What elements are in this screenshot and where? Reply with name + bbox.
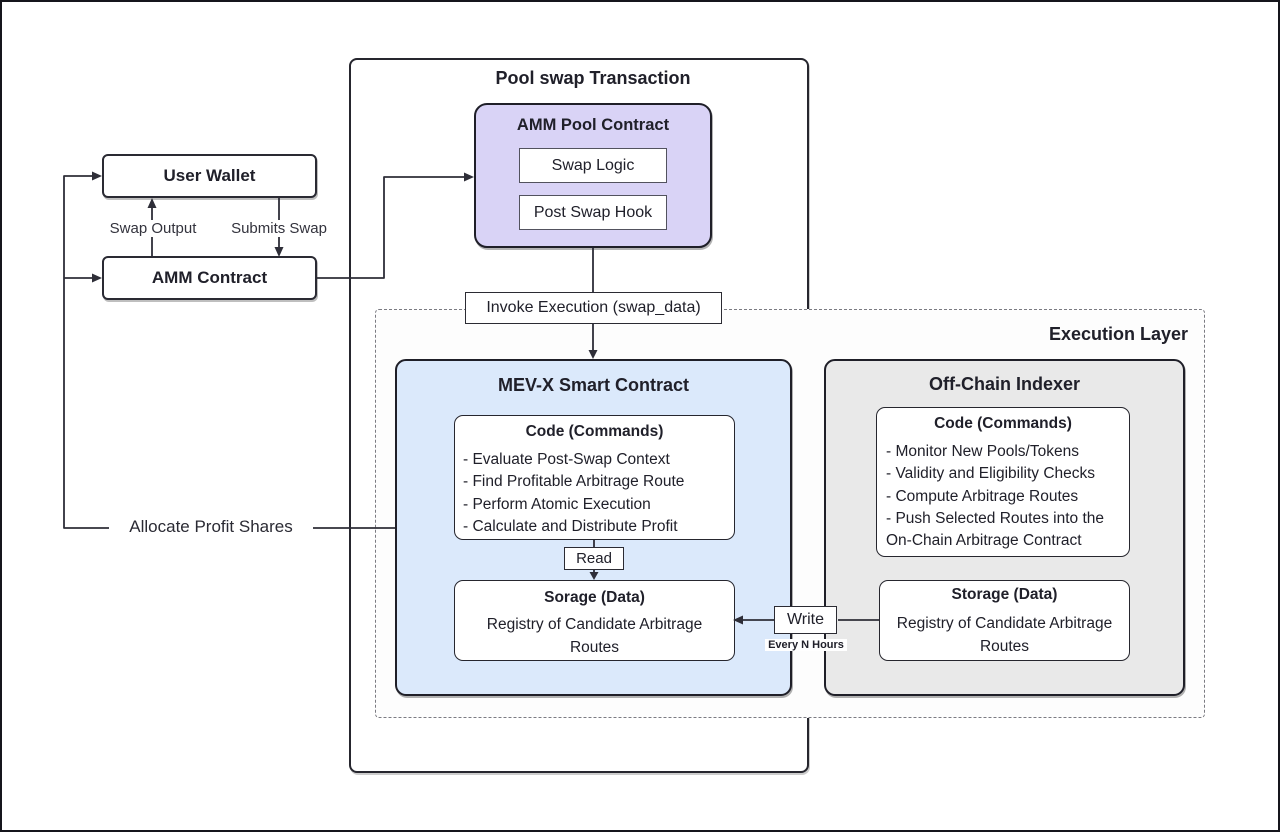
off-chain-indexer-title: Off-Chain Indexer bbox=[928, 374, 1080, 394]
invoke-execution-box: Invoke Execution (swap_data) bbox=[465, 292, 722, 324]
allocate-profit-shares-label: Allocate Profit Shares bbox=[109, 517, 313, 537]
swap-output-label: Swap Output bbox=[98, 220, 208, 237]
post-swap-hook-label: Post Swap Hook bbox=[533, 203, 653, 221]
mev-code-item: - Perform Atomic Execution bbox=[463, 495, 651, 513]
indexer-code-item: - Compute Arbitrage Routes bbox=[886, 487, 1079, 505]
invoke-execution-label: Invoke Execution (swap_data) bbox=[486, 299, 701, 316]
mev-code-item: - Find Profitable Arbitrage Route bbox=[463, 473, 685, 491]
indexer-storage-text: Registry of Candidate Arbitrage Routes bbox=[896, 615, 1113, 655]
write-label: Write bbox=[786, 611, 825, 628]
mev-code-items: - Evaluate Post-Swap Context - Find Prof… bbox=[463, 449, 727, 538]
mev-x-contract-title: MEV-X Smart Contract bbox=[497, 375, 690, 395]
read-label: Read bbox=[576, 550, 612, 567]
mev-storage-text: Registry of Candidate Arbitrage Routes bbox=[486, 616, 703, 656]
indexer-code-title: Code (Commands) bbox=[934, 415, 1072, 432]
post-swap-hook-box: Post Swap Hook bbox=[519, 195, 667, 230]
indexer-code-item: - Push Selected Routes into the On-Chain… bbox=[886, 509, 1104, 550]
user-wallet-box: User Wallet bbox=[102, 154, 317, 198]
mev-code-item: - Calculate and Distribute Profit bbox=[463, 517, 678, 535]
mev-code-title: Code (Commands) bbox=[525, 423, 664, 440]
indexer-code-item: - Monitor New Pools/Tokens bbox=[886, 443, 1079, 460]
amm-contract-box: AMM Contract bbox=[102, 256, 317, 300]
user-wallet-label: User Wallet bbox=[163, 166, 256, 185]
mev-code-box bbox=[454, 415, 735, 540]
pool-swap-transaction-title: Pool swap Transaction bbox=[495, 68, 691, 88]
indexer-code-item: - Validity and Eligibility Checks bbox=[886, 465, 1096, 483]
indexer-code-box bbox=[876, 407, 1130, 557]
mev-storage-title: Sorage (Data) bbox=[544, 589, 645, 606]
submits-swap-label: Submits Swap bbox=[221, 220, 337, 237]
write-box: Write bbox=[774, 606, 837, 634]
mev-code-item: - Evaluate Post-Swap Context bbox=[463, 451, 670, 468]
amm-contract-label: AMM Contract bbox=[151, 268, 268, 287]
amm-pool-contract-title: AMM Pool Contract bbox=[516, 116, 670, 134]
swap-logic-label: Swap Logic bbox=[551, 156, 635, 174]
swap-logic-box: Swap Logic bbox=[519, 148, 667, 183]
indexer-code-items: - Monitor New Pools/Tokens - Validity an… bbox=[886, 441, 1124, 552]
execution-layer-title: Execution Layer bbox=[1048, 324, 1188, 344]
indexer-storage-title: Storage (Data) bbox=[951, 586, 1058, 603]
read-box: Read bbox=[564, 547, 624, 570]
indexer-storage-box bbox=[879, 580, 1130, 661]
write-note: Every N Hours bbox=[765, 639, 847, 651]
mev-storage-box bbox=[454, 580, 735, 661]
